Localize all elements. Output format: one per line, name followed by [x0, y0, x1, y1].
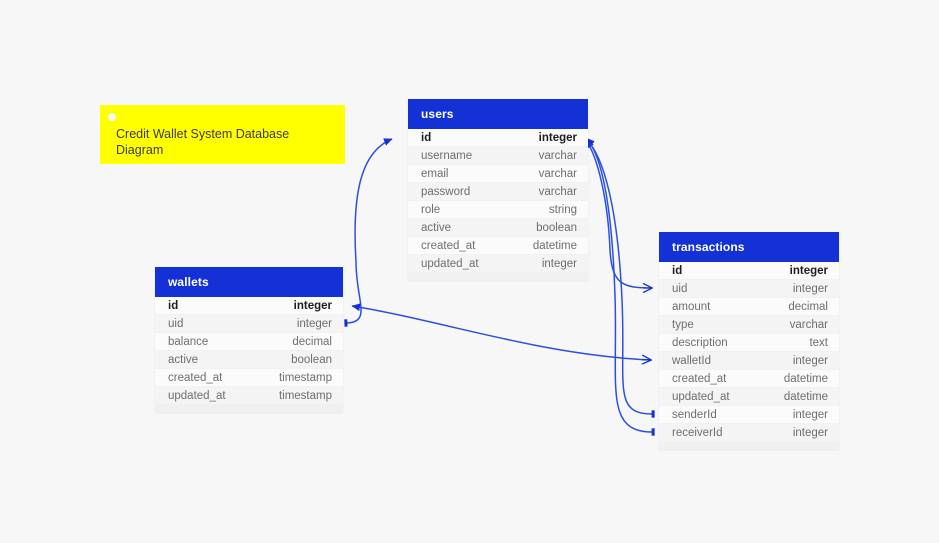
- field-type: integer: [792, 282, 828, 295]
- field-row-walletId[interactable]: walletId integer: [659, 352, 839, 370]
- field-type: string: [548, 203, 577, 216]
- field-row-receiverId[interactable]: receiverId integer: [659, 424, 839, 442]
- table-title: transactions: [672, 240, 745, 254]
- table-card-wallets[interactable]: wallets id integer uid integer balance decimal…: [155, 267, 343, 412]
- field-row-password[interactable]: password varchar: [408, 183, 588, 201]
- table-header-wallets[interactable]: wallets: [155, 267, 343, 297]
- field-name: uid: [168, 317, 184, 330]
- field-name: active: [168, 353, 199, 366]
- field-row-active[interactable]: active boolean: [408, 219, 588, 237]
- field-name: walletId: [672, 354, 711, 367]
- field-row-uid[interactable]: uid integer: [155, 315, 343, 333]
- field-type: boolean: [291, 353, 332, 366]
- field-type: varchar: [538, 149, 577, 162]
- field-type: decimal: [788, 300, 828, 313]
- table-fields: id integer uid integer balance decimal active b…: [155, 297, 343, 405]
- field-row-created_at[interactable]: created_at datetime: [659, 370, 839, 388]
- field-row-uid[interactable]: uid integer: [659, 280, 839, 298]
- field-type: integer: [296, 317, 332, 330]
- field-row-senderId[interactable]: senderId integer: [659, 406, 839, 424]
- edge-wallets-uid-users-id: [344, 138, 393, 327]
- field-name: id: [672, 264, 683, 277]
- field-name: description: [672, 336, 728, 349]
- table-title: users: [421, 107, 454, 121]
- field-name: senderId: [672, 408, 717, 421]
- field-name: updated_at: [421, 257, 479, 270]
- field-name: username: [421, 149, 473, 162]
- field-row-amount[interactable]: amount decimal: [659, 298, 839, 316]
- field-type: integer: [293, 299, 332, 312]
- field-row-type[interactable]: type varchar: [659, 316, 839, 334]
- table-header-transactions[interactable]: transactions: [659, 232, 839, 262]
- note-text: Credit Wallet System Database Diagram: [116, 127, 290, 158]
- field-name: created_at: [672, 372, 727, 385]
- field-type: timestamp: [278, 389, 332, 402]
- field-name: id: [168, 299, 179, 312]
- field-row-username[interactable]: username varchar: [408, 147, 588, 165]
- edge-transactions-uid-users-id: [585, 140, 652, 288]
- note-handle-dot[interactable]: [108, 113, 116, 121]
- field-type: datetime: [783, 372, 828, 385]
- field-type: text: [809, 336, 828, 349]
- sticky-note[interactable]: Credit Wallet System Database Diagram: [100, 105, 345, 164]
- field-row-active[interactable]: active boolean: [155, 351, 343, 369]
- field-name: receiverId: [672, 426, 723, 439]
- edge-transactions-receiverid-users-id: [585, 137, 655, 436]
- table-title: wallets: [168, 275, 209, 289]
- field-row-email[interactable]: email varchar: [408, 165, 588, 183]
- field-row-description[interactable]: description text: [659, 334, 839, 352]
- field-type: integer: [792, 408, 828, 421]
- field-type: timestamp: [278, 371, 332, 384]
- field-row-id[interactable]: id integer: [659, 262, 839, 280]
- field-type: varchar: [789, 318, 828, 331]
- field-name: active: [421, 221, 452, 234]
- field-name: password: [421, 185, 471, 198]
- field-row-id[interactable]: id integer: [408, 129, 588, 147]
- field-type: varchar: [538, 167, 577, 180]
- field-type: integer: [792, 426, 828, 439]
- field-type: integer: [789, 264, 828, 277]
- field-row-created_at[interactable]: created_at datetime: [408, 237, 588, 255]
- table-header-users[interactable]: users: [408, 99, 588, 129]
- field-name: role: [421, 203, 441, 216]
- field-name: email: [421, 167, 449, 180]
- field-row-created_at[interactable]: created_at timestamp: [155, 369, 343, 387]
- field-row-balance[interactable]: balance decimal: [155, 333, 343, 351]
- field-type: datetime: [532, 239, 577, 252]
- field-type: decimal: [292, 335, 332, 348]
- field-name: amount: [672, 300, 711, 313]
- field-type: varchar: [538, 185, 577, 198]
- field-name: id: [421, 131, 432, 144]
- field-type: integer: [541, 257, 577, 270]
- field-name: balance: [168, 335, 209, 348]
- field-type: datetime: [783, 390, 828, 403]
- table-footer: [408, 273, 588, 280]
- table-fields: id integer uid integer amount decimal type varc…: [659, 262, 839, 442]
- field-type: integer: [538, 131, 577, 144]
- field-name: created_at: [168, 371, 223, 384]
- field-row-updated_at[interactable]: updated_at datetime: [659, 388, 839, 406]
- field-name: created_at: [421, 239, 476, 252]
- field-type: integer: [792, 354, 828, 367]
- table-card-transactions[interactable]: transactions id integer uid integer amount dec…: [659, 232, 839, 449]
- table-footer: [659, 442, 839, 449]
- field-type: boolean: [536, 221, 577, 234]
- field-name: updated_at: [168, 389, 226, 402]
- table-footer: [155, 405, 343, 412]
- field-row-updated_at[interactable]: updated_at timestamp: [155, 387, 343, 405]
- field-name: uid: [672, 282, 688, 295]
- table-card-users[interactable]: users id integer username varchar email varcha…: [408, 99, 588, 280]
- field-row-role[interactable]: role string: [408, 201, 588, 219]
- field-name: type: [672, 318, 694, 331]
- field-row-id[interactable]: id integer: [155, 297, 343, 315]
- field-name: updated_at: [672, 390, 730, 403]
- field-row-updated_at[interactable]: updated_at integer: [408, 255, 588, 273]
- edge-transactions-walletid-wallets-id: [352, 306, 651, 360]
- edge-transactions-senderid-users-id: [585, 138, 655, 418]
